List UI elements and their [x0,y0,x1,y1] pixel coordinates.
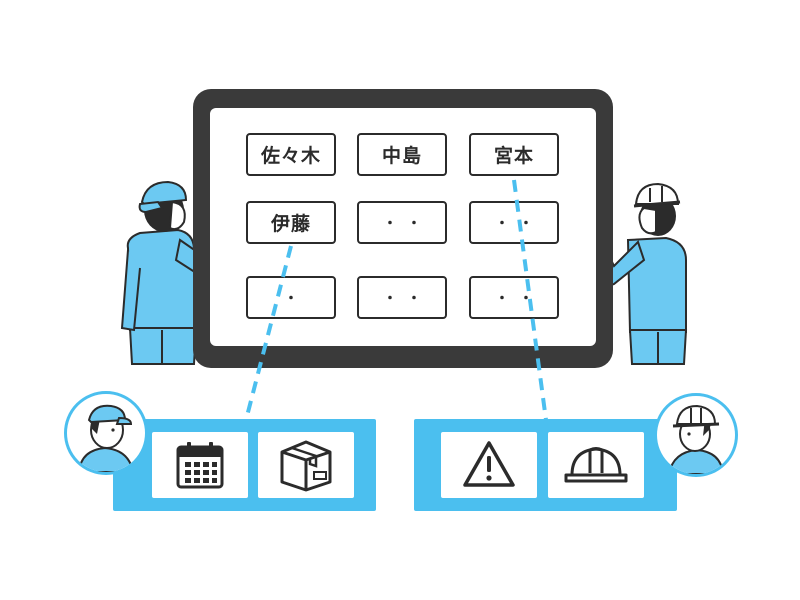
name-card-nakajima[interactable]: 中島 [357,133,447,176]
connector-line-right [512,179,548,421]
avatar-worker-hardhat [654,393,738,477]
worker-right-illustration [584,182,688,365]
name-card-placeholder[interactable]: ・ [246,276,336,319]
name-card-label: ・ [284,290,308,307]
name-card-label: ・・ [495,290,543,307]
name-card-placeholder[interactable]: ・・ [469,201,559,244]
hard-hat-icon [564,447,628,483]
worker-cap-avatar-icon [77,404,135,472]
name-card-miyamoto[interactable]: 宮本 [469,133,559,176]
connector-line-left [244,245,293,421]
hard-hat-tile[interactable] [548,432,644,498]
name-card-label: ・・ [383,290,431,307]
name-card-placeholder[interactable]: ・・ [357,276,447,319]
name-card-label: 宮本 [493,145,534,167]
package-box-icon [280,440,332,492]
name-card-ito[interactable]: 伊藤 [246,201,336,244]
calendar-icon [176,442,224,489]
worker-hardhat-avatar-icon [667,404,725,474]
name-card-label: 伊藤 [270,213,311,235]
warning-icon [463,441,515,487]
calendar-tile[interactable] [152,432,248,498]
name-card-label: ・・ [495,213,543,233]
name-card-label: ・・ [383,215,431,232]
name-card-label: 中島 [381,145,422,167]
name-card-placeholder[interactable]: ・・ [469,276,559,319]
package-tile[interactable] [258,432,354,498]
name-card-sasaki[interactable]: 佐々木 [246,133,336,176]
name-card-label: 佐々木 [260,145,321,167]
warning-tile[interactable] [441,432,537,498]
avatar-worker-cap [64,391,148,475]
name-card-placeholder[interactable]: ・・ [357,201,447,244]
